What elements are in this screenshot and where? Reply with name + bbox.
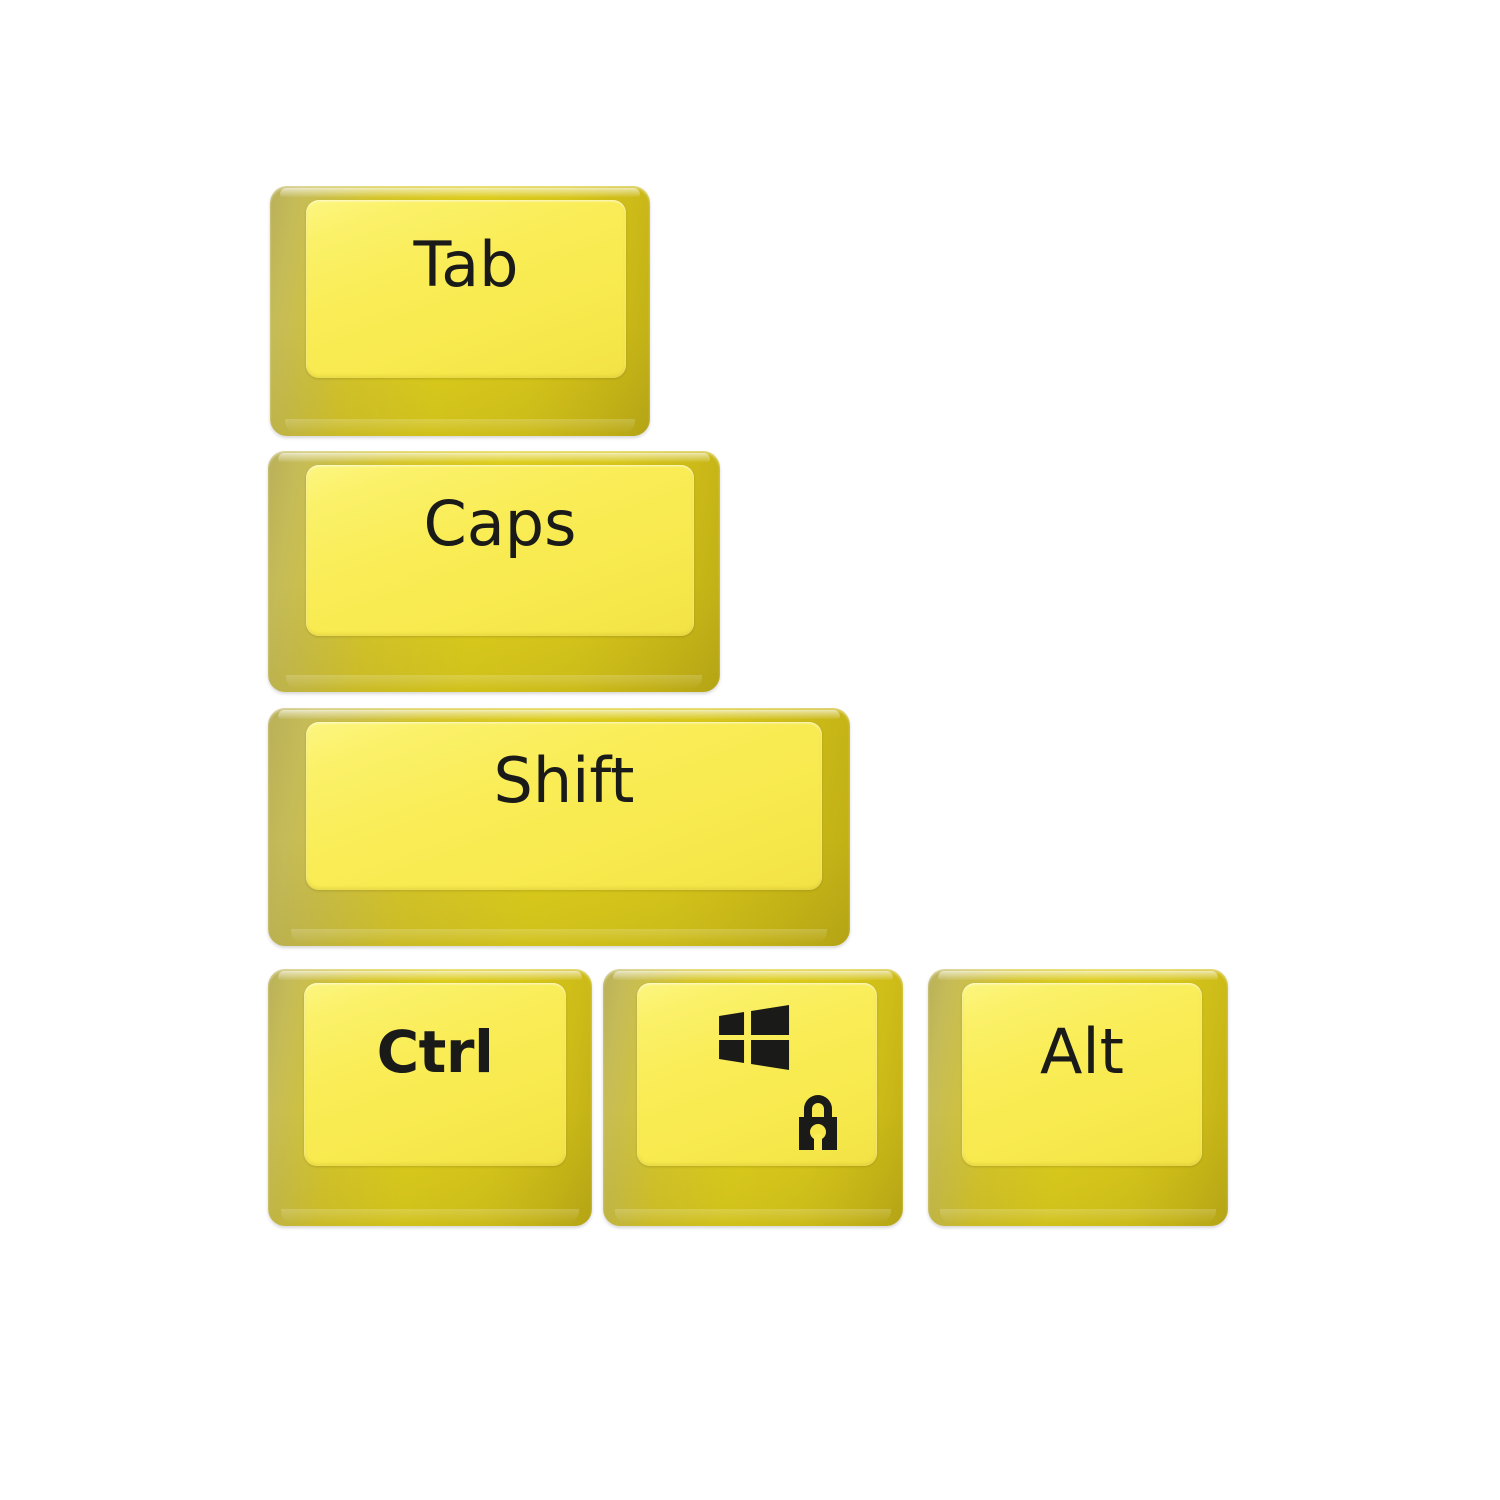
keycap-caps-label: Caps [423,487,577,560]
keycap-caps[interactable]: Caps [268,451,720,692]
keycap-tab-label: Tab [413,228,519,301]
keycap-alt-label: Alt [1040,1015,1124,1088]
keycap-shift-face: Shift [306,722,822,890]
lock-icon [793,1090,843,1152]
keycap-windows-face [637,983,877,1166]
keycap-alt[interactable]: Alt [928,969,1228,1226]
windows-logo-icon [717,1005,791,1071]
keycap-alt-face: Alt [962,983,1202,1166]
keycap-tab-face: Tab [306,200,626,378]
keycap-ctrl[interactable]: Ctrl [268,969,592,1226]
keycap-shift[interactable]: Shift [268,708,850,946]
keycap-ctrl-face: Ctrl [304,983,566,1166]
keycap-caps-face: Caps [306,465,694,636]
keycap-windows[interactable] [603,969,903,1226]
keycap-ctrl-label: Ctrl [376,1018,494,1086]
keycap-tab[interactable]: Tab [270,186,650,436]
keycap-shift-label: Shift [493,744,635,817]
